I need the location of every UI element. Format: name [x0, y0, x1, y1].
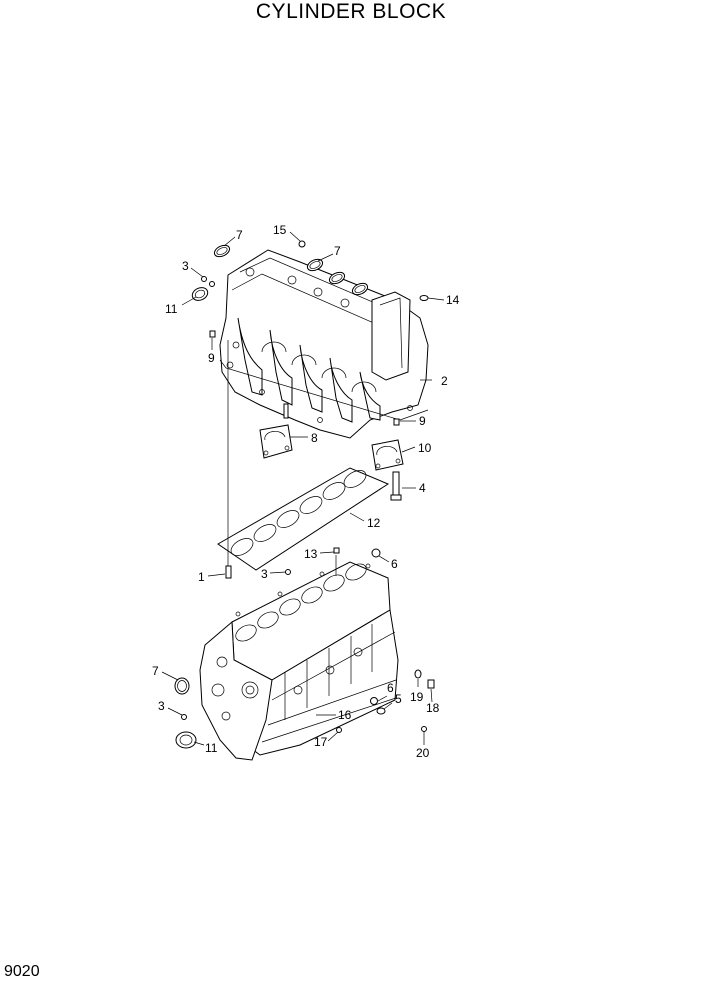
plug-5	[376, 707, 386, 715]
plug-20	[421, 726, 427, 732]
callout-10: 10	[418, 441, 432, 455]
o-ring-7-top-1	[306, 258, 324, 272]
callout-9-right: 9	[419, 414, 426, 428]
callout-7-lower: 7	[152, 664, 159, 678]
plug-18	[427, 679, 435, 689]
callout-17: 17	[314, 735, 328, 749]
plug-3-middle	[285, 569, 291, 575]
bolt-4	[390, 471, 402, 501]
plug-6-top	[371, 548, 381, 558]
plug-3-lower	[181, 714, 187, 720]
callout-7-top-left: 7	[236, 228, 243, 242]
plug-3-upper-a	[201, 276, 207, 282]
callout-7-top-right: 7	[334, 244, 341, 258]
callout-14: 14	[446, 293, 460, 307]
callout-13: 13	[304, 547, 318, 561]
dowel-9-right	[393, 418, 400, 426]
seal-11-lower	[175, 731, 197, 749]
callout-8: 8	[311, 431, 318, 445]
cylinder-block	[199, 561, 399, 761]
callout-6-top: 6	[391, 557, 398, 571]
plug-17	[336, 727, 342, 733]
callout-2: 2	[441, 374, 448, 388]
callout-20: 20	[416, 746, 430, 760]
dowel-1	[225, 565, 232, 579]
callout-19: 19	[410, 690, 424, 704]
page-title: CYLINDER BLOCK	[255, 0, 447, 23]
callout-1: 1	[198, 570, 205, 584]
seal-ring-11-upper	[191, 287, 209, 301]
plug-15	[298, 240, 306, 248]
bearing-cap-10	[371, 439, 404, 471]
plug-14	[419, 295, 429, 301]
callout-3-middle: 3	[261, 567, 268, 581]
o-ring-7-top-3	[351, 282, 369, 296]
callout-15: 15	[273, 223, 287, 237]
page-code: 9020	[4, 963, 40, 980]
bearing-cap-8	[259, 403, 293, 459]
callout-12: 12	[367, 516, 381, 530]
callout-18: 18	[426, 701, 440, 715]
callout-11-lower: 11	[205, 741, 218, 755]
dowel-9-left	[209, 330, 216, 338]
callout-5: 5	[395, 692, 402, 706]
plug-19	[414, 669, 422, 679]
callout-6-lower: 6	[387, 681, 394, 695]
plug-13	[333, 547, 340, 554]
callout-4: 4	[419, 481, 426, 495]
o-ring-7-top-left	[213, 244, 231, 258]
callout-16: 16	[338, 708, 352, 722]
callout-3-upper: 3	[182, 259, 189, 273]
callout-9-left: 9	[208, 351, 215, 365]
o-ring-7-top-2	[328, 271, 346, 285]
callout-3-lower: 3	[158, 699, 165, 713]
bedplate-part-2	[219, 249, 429, 439]
plug-6-lower	[370, 697, 378, 705]
plug-3-upper-b	[209, 281, 215, 287]
gasket-12	[217, 467, 390, 571]
callout-11-upper: 11	[165, 302, 178, 316]
leader-lines	[161, 231, 445, 746]
